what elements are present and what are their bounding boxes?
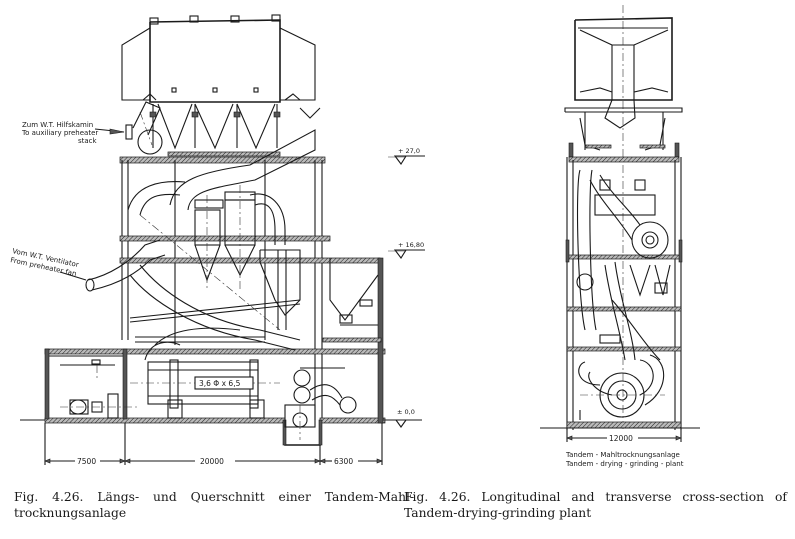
transverse-title-en: Tandem - drying - grinding - plant xyxy=(565,460,684,468)
stack-duct xyxy=(125,101,163,155)
mill-size-label: 3,6 Φ x 6,5 xyxy=(199,379,241,388)
svg-text:Zum W.T. Hilfskamin: Zum W.T. Hilfskamin xyxy=(22,121,93,129)
dimension-line-longitudinal: 7500 20000 6300 xyxy=(44,423,383,466)
svg-text:To auxiliary preheater: To auxiliary preheater xyxy=(21,129,98,137)
cyclones xyxy=(194,185,301,330)
bunker xyxy=(322,258,382,343)
caption-english-line-2: Tandem-drying-grinding plant xyxy=(404,506,592,520)
figure-caption-german: Fig. 4.26. Längs- und Querschnitt einer … xyxy=(14,489,415,521)
svg-text:stack: stack xyxy=(78,137,98,145)
elevation-0: ± 0,0 xyxy=(397,408,415,416)
engineering-drawing: 3,6 Φ x 6,5 xyxy=(10,5,700,468)
caption-german-line-2: trocknungsanlage xyxy=(14,506,127,520)
mill-drive xyxy=(60,359,140,419)
figure-caption-english: Fig. 4.26. Longitudinal and transverse c… xyxy=(404,489,795,521)
filter-house xyxy=(121,14,321,157)
caption-german-line-1: Fig. 4.26. Längs- und Querschnitt einer … xyxy=(14,490,415,504)
elevation-16-80: + 16,80 xyxy=(398,241,424,249)
transverse-section: 12000 Tandem - Mahltrocknungsanlage Tand… xyxy=(540,5,700,468)
annotation-fan: Vom W.T. Ventilator From preheater fan xyxy=(10,247,87,281)
lower-equipment xyxy=(284,367,357,440)
transverse-title-de: Tandem - Mahltrocknungsanlage xyxy=(565,451,680,459)
elevation-27: + 27,0 xyxy=(398,147,420,155)
ball-mill: 3,6 Φ x 6,5 xyxy=(130,336,280,419)
dimension-20000: 20000 xyxy=(200,457,224,466)
dimension-7500: 7500 xyxy=(77,457,96,466)
annotation-stack: Zum W.T. Hilfskamin To auxiliary preheat… xyxy=(21,121,125,145)
elevation-marks: + 27,0 + 16,80 ± 0,0 xyxy=(383,147,425,428)
dimension-6300: 6300 xyxy=(334,457,353,466)
ducts xyxy=(85,129,316,361)
caption-english-line-1: Fig. 4.26. Longitudinal and transverse c… xyxy=(404,490,795,504)
dimension-12000: 12000 xyxy=(609,434,633,443)
longitudinal-section: 3,6 Φ x 6,5 xyxy=(10,14,425,466)
